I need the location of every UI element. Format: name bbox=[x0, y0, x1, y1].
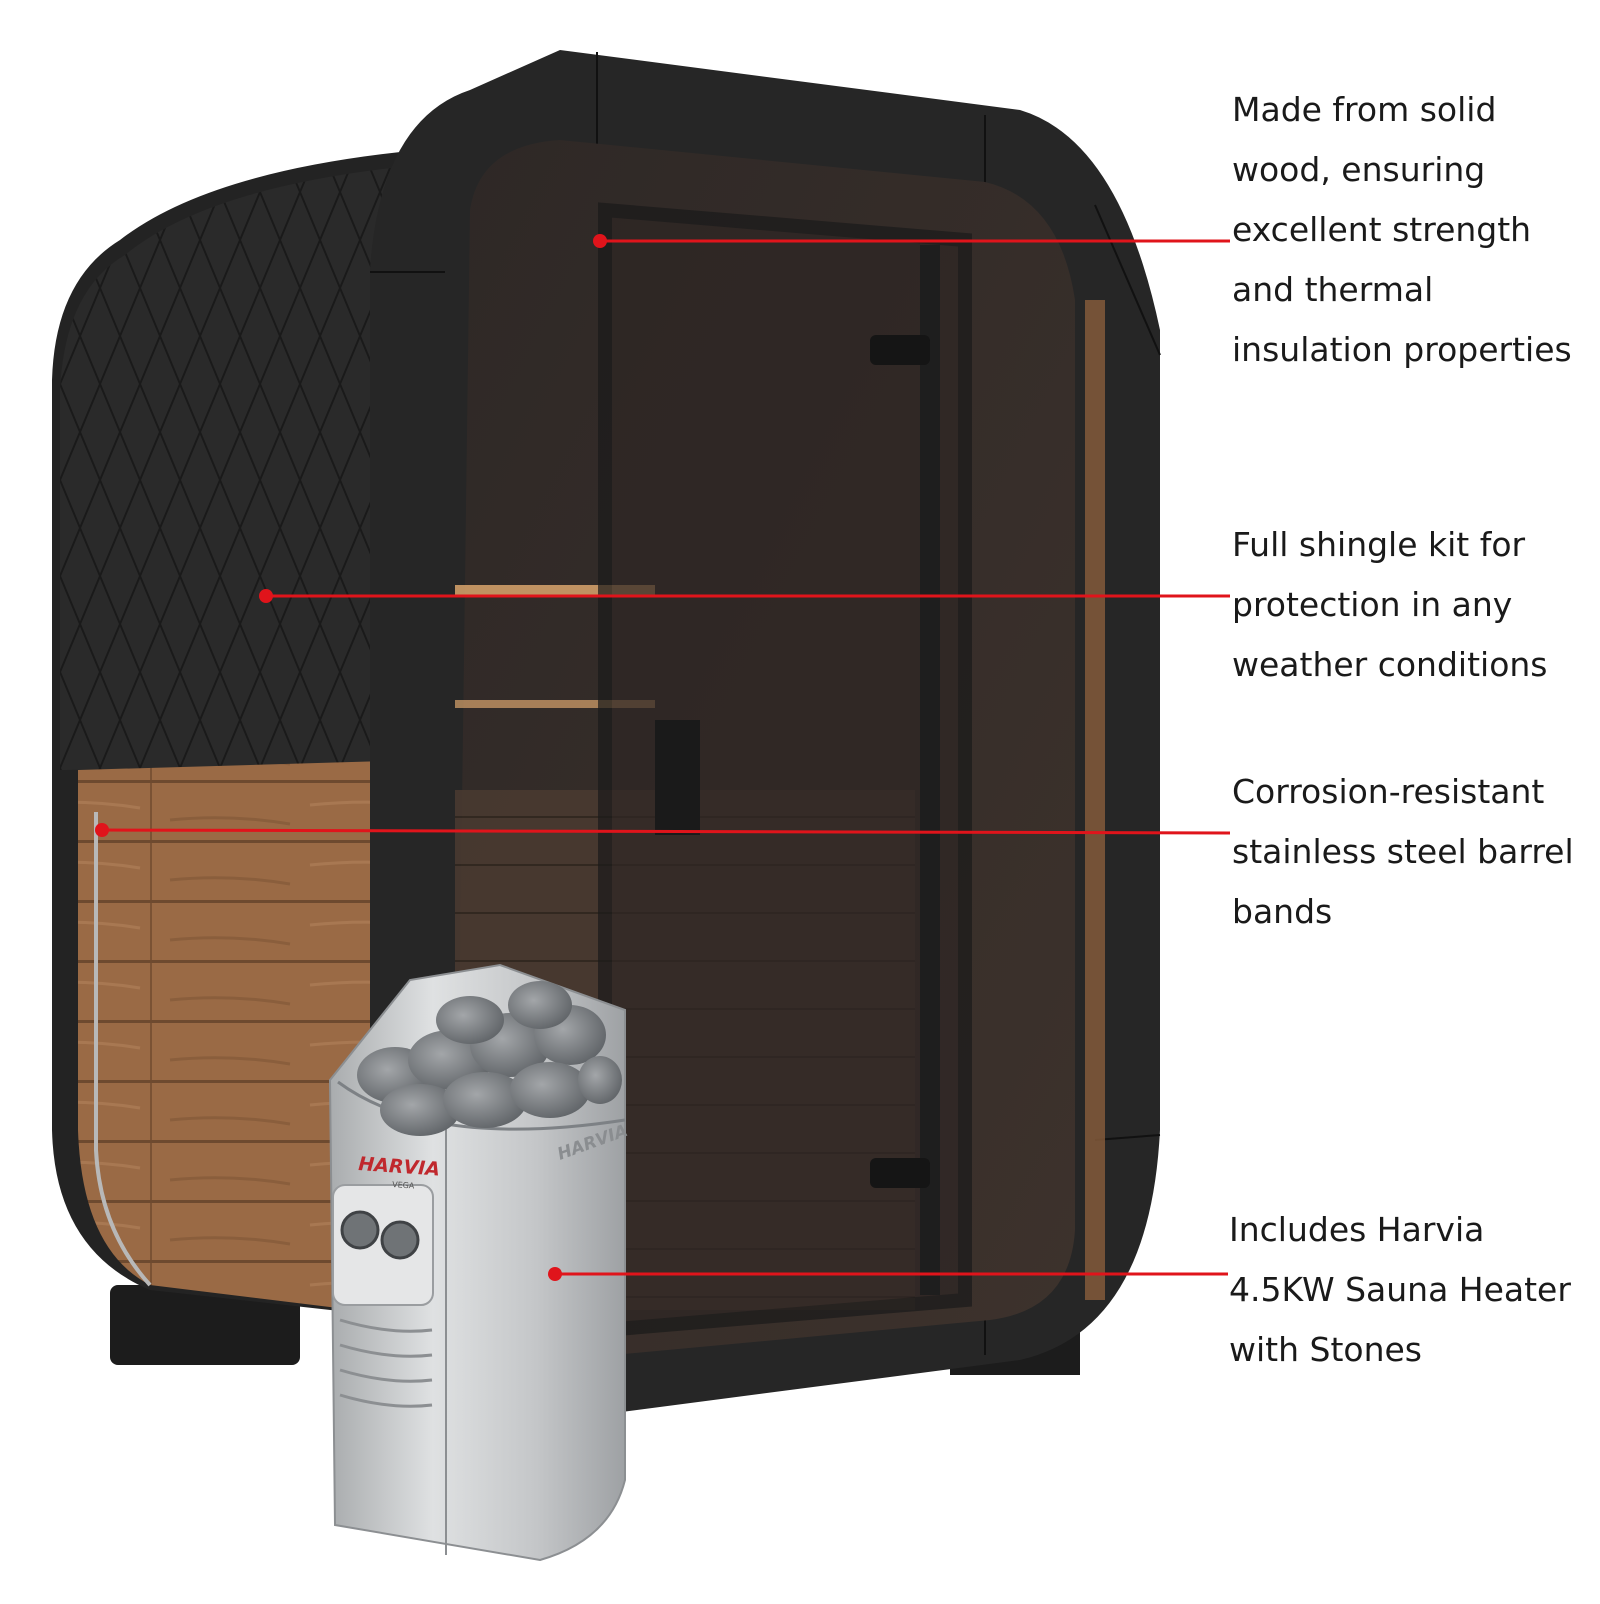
callout-line-text: Made from solid bbox=[1232, 90, 1497, 129]
heater-vents bbox=[339, 1318, 433, 1408]
callout-dot-3 bbox=[95, 823, 109, 837]
door-handle bbox=[655, 720, 700, 835]
sauna-heater: HARVIA VEGA HARVIA bbox=[328, 963, 630, 1562]
heater-knob-right bbox=[380, 1220, 420, 1260]
sauna-base-foot-left bbox=[110, 1285, 300, 1365]
callout-dot-4 bbox=[548, 1267, 562, 1281]
heater-knob-left bbox=[340, 1210, 380, 1250]
callout-line-text: Includes Harvia bbox=[1229, 1210, 1485, 1249]
callout-line-text: with Stones bbox=[1229, 1330, 1422, 1369]
callout-line-text: weather conditions bbox=[1232, 645, 1548, 684]
heater-model: VEGA bbox=[392, 1180, 415, 1191]
interior-light-strip bbox=[455, 700, 655, 708]
callout-line-text: bands bbox=[1232, 892, 1333, 931]
callout-line-3 bbox=[101, 828, 1231, 835]
heater-rim bbox=[337, 1080, 626, 1131]
side-wood-edge bbox=[1085, 300, 1105, 1300]
callout-line-text: insulation properties bbox=[1232, 330, 1572, 369]
door-hinge-rail bbox=[920, 245, 940, 1295]
callout-line-text: stainless steel barrel bbox=[1232, 832, 1574, 871]
door-hinge-top bbox=[870, 335, 930, 365]
steel-barrel-band bbox=[94, 812, 152, 1287]
callout-line-text: Corrosion-resistant bbox=[1232, 772, 1545, 811]
callout-barrel-bands: Corrosion-resistant stainless steel barr… bbox=[1232, 762, 1592, 942]
callout-shingle-kit: Full shingle kit for protection in any w… bbox=[1232, 515, 1592, 695]
callout-solid-wood: Made from solid wood, ensuring excellent… bbox=[1232, 80, 1592, 380]
callout-dot-1 bbox=[593, 234, 607, 248]
callout-lines bbox=[95, 234, 1231, 1281]
callout-line-text: protection in any bbox=[1232, 585, 1513, 624]
heater-stones bbox=[357, 981, 622, 1136]
interior-light-strip bbox=[455, 585, 655, 595]
callout-line-text: Full shingle kit for bbox=[1232, 525, 1526, 564]
callout-heater: Includes Harvia 4.5KW Sauna Heater with … bbox=[1229, 1200, 1589, 1380]
shingle-panel bbox=[60, 165, 420, 770]
callout-dot-2 bbox=[259, 589, 273, 603]
glass-door bbox=[598, 202, 972, 1338]
callout-line-text: 4.5KW Sauna Heater bbox=[1229, 1270, 1571, 1309]
callout-line-text: wood, ensuring bbox=[1232, 150, 1486, 189]
callout-line-text: and thermal bbox=[1232, 270, 1434, 309]
door-hinge-bottom bbox=[870, 1158, 930, 1188]
callout-line-text: excellent strength bbox=[1232, 210, 1532, 249]
